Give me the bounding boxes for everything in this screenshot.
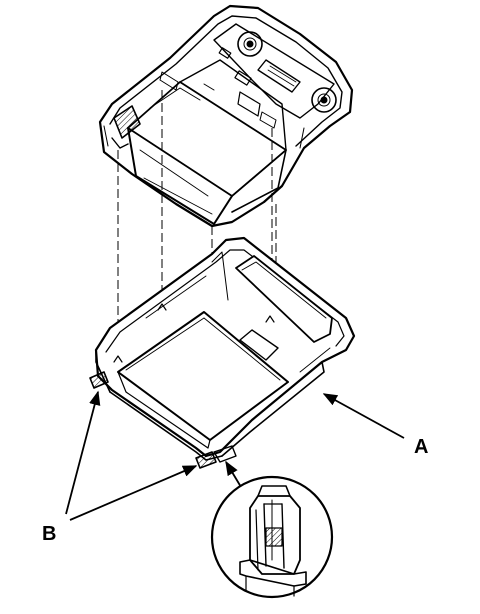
callout-a: A bbox=[414, 436, 429, 458]
clip-detail-inset bbox=[210, 475, 334, 599]
arrow-to-panel bbox=[322, 393, 405, 439]
upper-console-housing bbox=[98, 4, 354, 228]
callout-b: B bbox=[42, 523, 57, 545]
arrow-to-clip-bottom bbox=[69, 465, 198, 521]
lower-trim-panel bbox=[89, 236, 356, 469]
arrow-to-clip-left bbox=[65, 390, 101, 515]
